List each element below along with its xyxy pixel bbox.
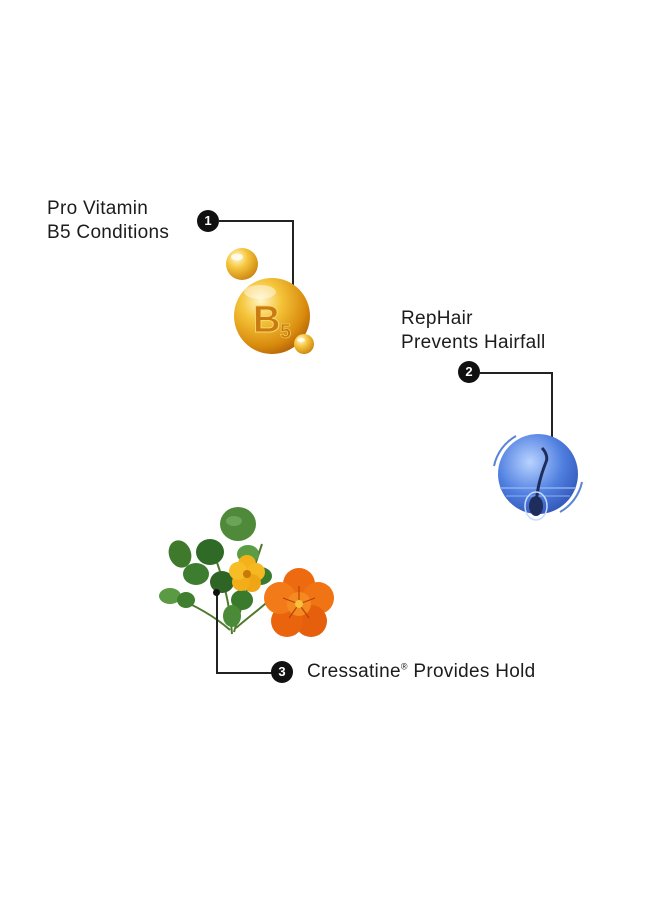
feature-3-connector-dot xyxy=(213,589,220,596)
vitamin-b5-capsule-icon: B 5 xyxy=(226,248,314,354)
feature-1-number-badge: 1 xyxy=(197,210,219,232)
b5-subscript: 5 xyxy=(280,321,291,343)
feature-3-label-main: Cressatine xyxy=(307,661,401,682)
feature-2-number-badge: 2 xyxy=(458,361,480,383)
feature-2-label-line1: RepHair xyxy=(401,308,473,329)
feature-1-label-line1: Pro Vitamin xyxy=(47,198,149,219)
feature-3-number-badge: 3 xyxy=(271,661,293,683)
feature-1-label-line2: B5 Conditions xyxy=(47,222,170,243)
b5-letter-b: B xyxy=(253,299,280,341)
feature-2-label-line2: Prevents Hairfall xyxy=(401,332,546,353)
hair-follicle-icon xyxy=(493,434,583,521)
feature-2-connector-horizontal xyxy=(479,372,552,374)
feature-3-label: Cressatine® Provides Hold xyxy=(307,660,536,684)
registered-mark: ® xyxy=(400,661,408,672)
cress-and-nasturtium-plant-icon xyxy=(159,507,334,637)
feature-1-connector-vertical xyxy=(292,220,294,293)
feature-3-label-rest: Provides Hold xyxy=(407,661,536,682)
feature-3-connector-vertical xyxy=(216,593,218,673)
feature-3-connector-horizontal xyxy=(216,672,274,674)
feature-1-connector-horizontal xyxy=(218,220,293,222)
feature-2-connector-vertical xyxy=(551,372,553,465)
